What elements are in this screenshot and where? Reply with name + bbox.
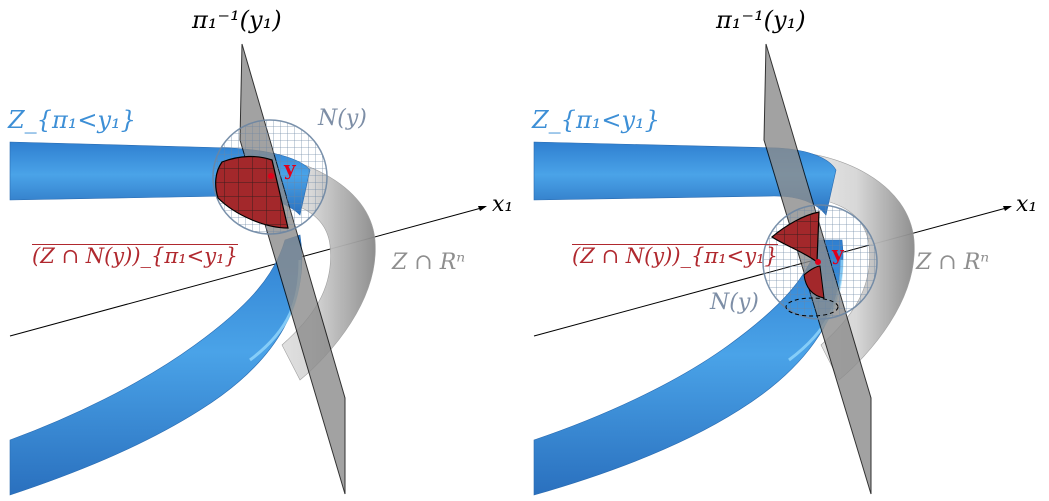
x1-axis-arrow-icon <box>1003 206 1012 211</box>
plane-label: π₁⁻¹(y₁) <box>716 6 806 34</box>
right-diagram <box>533 43 1012 496</box>
intersection-patch-lower <box>803 265 825 299</box>
blue-tube-lower <box>533 239 844 496</box>
blue-tube-lower <box>9 234 303 496</box>
point-label: y <box>284 156 296 180</box>
intersection-label: (Z ∩ N(y))_{π₁<y₁} <box>572 244 778 268</box>
set-label: Z_{π₁<y₁} <box>532 106 660 134</box>
intersection-label: (Z ∩ N(y))_{π₁<y₁} <box>32 244 238 268</box>
axis-label: x₁ <box>1016 192 1038 217</box>
axis-label: x₁ <box>492 192 514 217</box>
real-part-label: Z ∩ Rⁿ <box>392 250 466 275</box>
neighborhood-label: N(y) <box>318 106 367 131</box>
x1-axis <box>9 206 486 337</box>
point-y <box>815 259 821 265</box>
real-part-label: Z ∩ Rⁿ <box>916 250 990 275</box>
point-label: y <box>832 241 844 265</box>
x1-axis-arrow-icon <box>478 206 487 211</box>
dashed-boundary <box>785 297 839 317</box>
right-panel: π₁⁻¹(y₁) Z_{π₁<y₁} y x₁ (Z ∩ N(y))_{π₁<y… <box>524 0 1048 501</box>
neighborhood-label: N(y) <box>710 290 759 315</box>
plane-label: π₁⁻¹(y₁) <box>192 6 282 34</box>
left-panel: π₁⁻¹(y₁) Z_{π₁<y₁} N(y) y x₁ (Z ∩ N(y))_… <box>0 0 524 501</box>
point-y <box>268 173 274 179</box>
left-diagram <box>9 43 487 496</box>
set-label: Z_{π₁<y₁} <box>8 106 136 134</box>
